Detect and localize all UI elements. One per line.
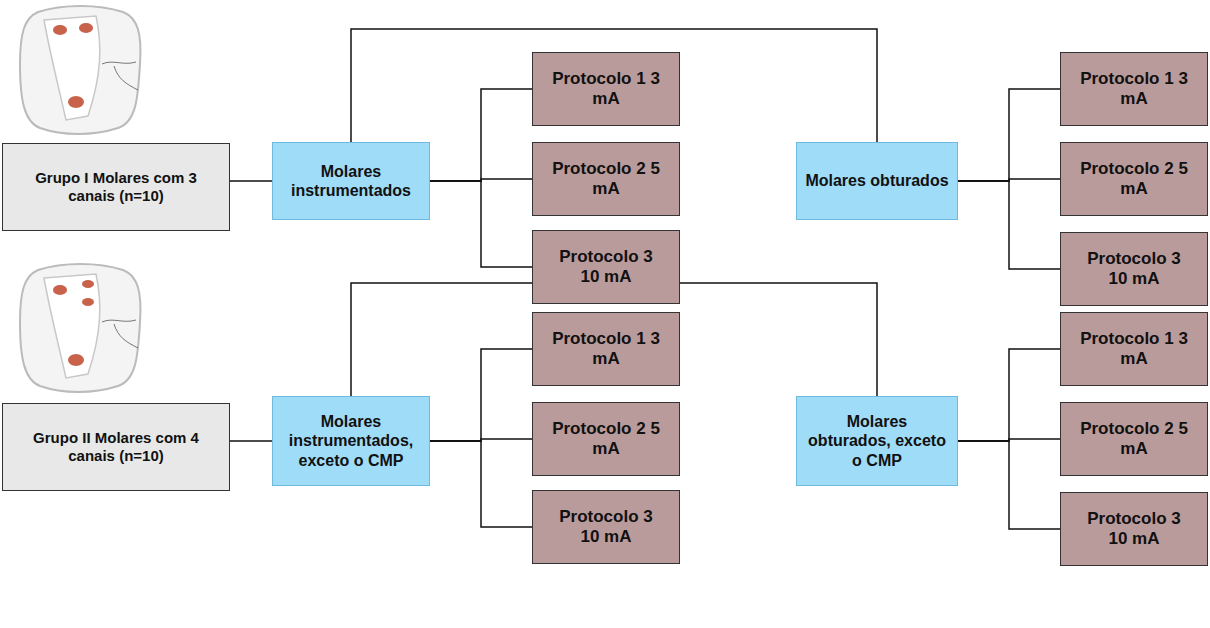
box-label: Molares instrumentados <box>281 162 421 200</box>
protocol-box: Protocolo 1 3 mA <box>532 52 680 126</box>
box-label: Protocolo 3 10 mA <box>1080 509 1188 550</box>
protocol-box: Protocolo 2 5 mA <box>532 402 680 476</box>
protocol-box: Protocolo 3 10 mA <box>532 490 680 564</box>
protocol-box: Protocolo 3 10 mA <box>532 230 680 304</box>
connector-line <box>430 181 532 267</box>
connector-line <box>230 440 272 442</box>
protocol-box: Protocolo 2 5 mA <box>1060 142 1208 216</box>
protocol-box: Protocolo 3 10 mA <box>1060 232 1208 306</box>
connector-line <box>351 29 877 142</box>
connector-line <box>958 441 1060 529</box>
box-label: Protocolo 3 10 mA <box>552 247 660 288</box>
box-label: Protocolo 2 5 mA <box>552 419 660 460</box>
protocol-box: Protocolo 3 10 mA <box>1060 492 1208 566</box>
tooth-three-canals <box>20 6 140 134</box>
box-label: Grupo I Molares com 3 canais (n=10) <box>13 169 219 205</box>
connector-line <box>958 89 1060 181</box>
box-label: Molares obturados, exceto o CMP <box>805 412 949 470</box>
box-label: Protocolo 2 5 mA <box>1080 419 1188 460</box>
connector-line <box>430 349 532 441</box>
box-label: Protocolo 1 3 mA <box>1080 69 1188 110</box>
protocol-box: Protocolo 2 5 mA <box>532 142 680 216</box>
protocol-box: Protocolo 1 3 mA <box>1060 312 1208 386</box>
box-label: Protocolo 1 3 mA <box>1080 329 1188 370</box>
group-box: Grupo I Molares com 3 canais (n=10) <box>2 143 230 231</box>
connector-line <box>958 349 1060 441</box>
connector-line <box>430 441 532 527</box>
protocol-box: Protocolo 2 5 mA <box>1060 402 1208 476</box>
box-label: Protocolo 3 10 mA <box>1080 249 1188 290</box>
box-label: Protocolo 1 3 mA <box>552 329 660 370</box>
connector-line <box>958 181 1060 269</box>
box-label: Protocolo 3 10 mA <box>552 507 660 548</box>
protocol-box: Protocolo 1 3 mA <box>1060 52 1208 126</box>
stage-box: Molares instrumentados <box>272 142 430 220</box>
box-label: Protocolo 2 5 mA <box>552 159 660 200</box>
box-label: Grupo II Molares com 4 canais (n=10) <box>13 429 219 465</box>
tooth-four-canals <box>20 264 140 392</box>
box-label: Molares obturados <box>805 171 948 190</box>
box-label: Protocolo 1 3 mA <box>552 69 660 110</box>
stage-box: Molares obturados <box>796 142 958 220</box>
connector-line <box>230 180 272 182</box>
box-label: Molares instrumentados, exceto o CMP <box>281 412 421 470</box>
protocol-box: Protocolo 1 3 mA <box>532 312 680 386</box>
group-box: Grupo II Molares com 4 canais (n=10) <box>2 403 230 491</box>
stage-box: Molares instrumentados, exceto o CMP <box>272 396 430 486</box>
box-label: Protocolo 2 5 mA <box>1080 159 1188 200</box>
connector-line <box>430 89 532 181</box>
stage-box: Molares obturados, exceto o CMP <box>796 396 958 486</box>
